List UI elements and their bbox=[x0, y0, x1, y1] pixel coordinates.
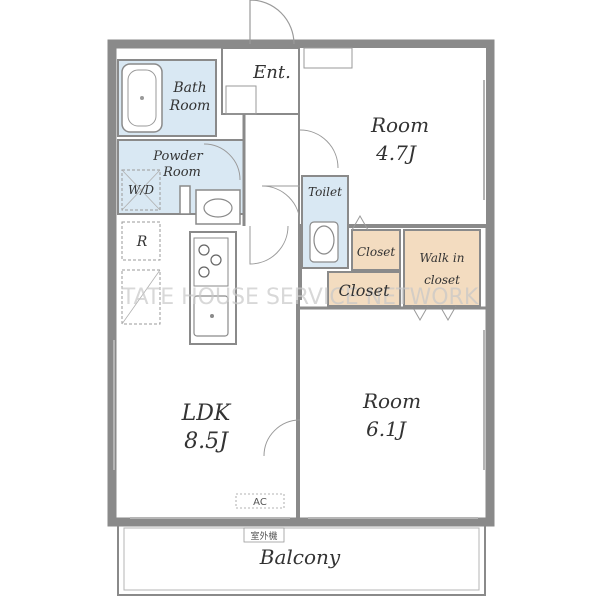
storage-space bbox=[121, 269, 161, 325]
washer-diagonal-b bbox=[121, 169, 161, 211]
kitchen-stove bbox=[193, 237, 229, 287]
closet-small bbox=[351, 229, 401, 271]
closet-large bbox=[327, 271, 401, 307]
room1-label-line2: 4.7J bbox=[375, 141, 417, 165]
outdoor-unit-label: 室外機 bbox=[250, 530, 277, 542]
ldk-door-swing bbox=[249, 225, 289, 265]
bathtub-inner bbox=[127, 69, 157, 127]
bathtub-drain bbox=[140, 96, 144, 100]
burner-1 bbox=[198, 244, 210, 256]
sink-drain bbox=[210, 314, 214, 318]
washer-label: W/D bbox=[128, 183, 154, 197]
powder-label-line1: Powder bbox=[152, 149, 203, 164]
kitchen-sink bbox=[193, 295, 229, 337]
toilet-bowl bbox=[313, 225, 335, 255]
storage-diagonal bbox=[121, 269, 161, 325]
ldk-label-line2: 8.5J bbox=[184, 429, 229, 454]
closet-small-door bbox=[351, 214, 369, 231]
refrigerator-label: R bbox=[136, 234, 148, 250]
ldk-label-line1: LDK bbox=[181, 401, 232, 426]
sink-basin bbox=[203, 198, 233, 218]
outdoor-unit-marker bbox=[243, 527, 285, 543]
aircon-label: AC bbox=[253, 497, 267, 508]
room2-door-swing bbox=[263, 419, 301, 457]
outer-wall bbox=[107, 39, 495, 527]
sink-counter bbox=[195, 189, 241, 225]
walk-in-door-a bbox=[411, 305, 429, 322]
bath-label-line1: Bath bbox=[172, 80, 206, 96]
powder-label-line2: Room bbox=[162, 165, 201, 180]
burner-3 bbox=[198, 266, 210, 278]
balcony-label: Balcony bbox=[259, 545, 341, 569]
watermark: TATE HOUSE SERVICE NETWORK bbox=[121, 285, 479, 310]
burner-2 bbox=[210, 254, 222, 266]
refrigerator-space bbox=[121, 221, 161, 261]
balcony-area bbox=[117, 521, 486, 596]
closet-small-label: Closet bbox=[357, 245, 396, 259]
entrance-label: Ent. bbox=[252, 62, 291, 83]
closet-large-label: Closet bbox=[338, 281, 390, 300]
room1-window-top bbox=[303, 47, 353, 69]
toilet-label: Toilet bbox=[308, 185, 342, 199]
aircon-marker bbox=[235, 493, 285, 509]
hall-door-swing bbox=[261, 185, 301, 225]
entrance-step bbox=[225, 85, 257, 115]
walk-in-closet bbox=[403, 229, 481, 307]
balcony-inner-rail bbox=[123, 527, 480, 591]
entrance-door-swing bbox=[249, 0, 295, 45]
bath-label-line2: Room bbox=[169, 98, 211, 114]
room2-label-line1: Room bbox=[362, 389, 421, 413]
walk-in-label-line2: closet bbox=[424, 273, 460, 287]
entrance-area bbox=[221, 47, 301, 115]
powder-door-swing bbox=[203, 143, 241, 181]
walk-in-door-b bbox=[439, 305, 457, 322]
room1-label-line1: Room bbox=[370, 113, 429, 137]
powder-column bbox=[179, 185, 191, 215]
washer-space bbox=[121, 169, 161, 211]
walk-in-label-line1: Walk in bbox=[420, 251, 465, 265]
room2-label-line2: 6.1J bbox=[366, 417, 407, 441]
room1-door-swing bbox=[299, 129, 339, 169]
